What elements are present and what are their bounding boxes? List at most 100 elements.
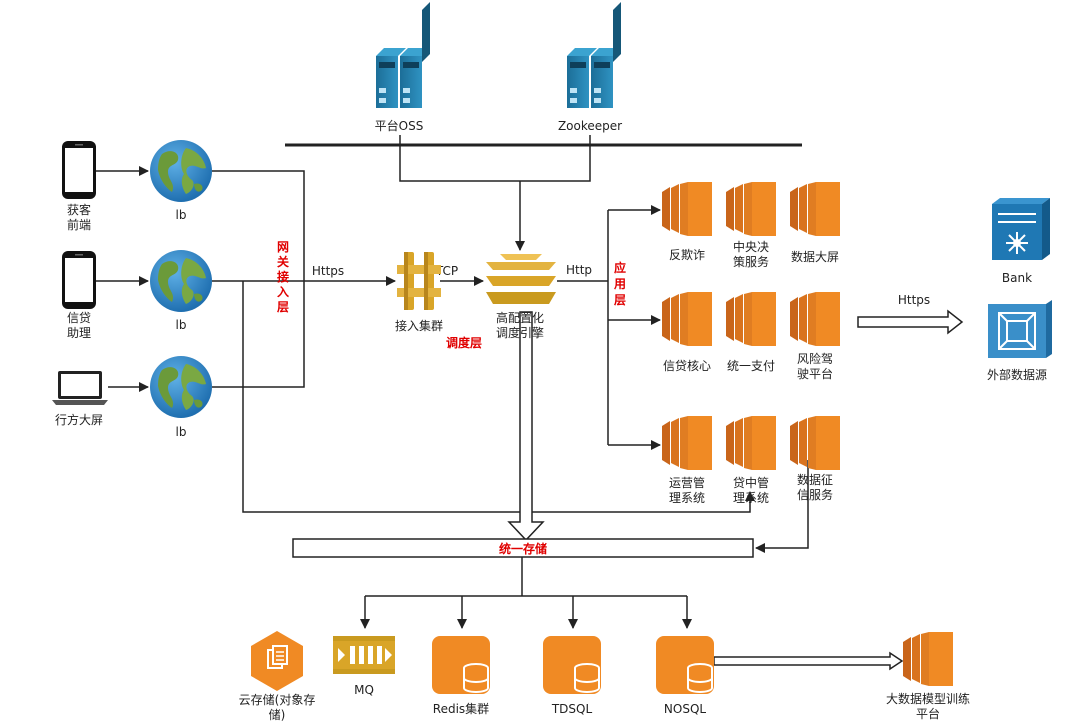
client-bank-screen[interactable]: 行方大屏 [52,371,108,427]
service-unified-pay[interactable]: 统一支付 [726,292,776,373]
access-cluster[interactable]: 接入集群 [395,252,443,333]
service-risk-platform[interactable]: 风险驾 驶平台 [790,292,840,381]
store-label-line2: 储) [269,707,286,722]
unified-storage-label: 统一存储 [499,541,547,556]
service-label-line2: 驶平台 [797,366,833,381]
database-icon [542,635,602,695]
client-label: 行方大屏 [55,412,103,427]
cloud-storage-icon [251,631,303,691]
service-label-line1: 风险驾 [797,351,833,366]
service-big-screen[interactable]: 数据大屏 [790,182,840,264]
lb-label: lb [176,425,187,439]
app-layer-label: 应 用 层 [613,260,626,307]
gateway-char: 网 [277,240,289,254]
access-cluster-icon [397,252,441,310]
store-label: MQ [354,683,374,697]
bank-icon [992,198,1050,260]
store-label: Redis集群 [433,701,489,716]
service-label-line2: 理系统 [733,491,769,505]
service-label-line1: 中央决 [733,239,769,254]
laptop-icon [52,371,108,405]
instance-icon [662,292,712,346]
instance-icon [790,292,840,346]
service-label-line2: 策服务 [733,254,769,269]
engine-label-line2: 调度引擎 [496,325,544,340]
app-layer-char: 层 [614,293,626,307]
service-label-line1: 运营管 [669,475,705,490]
client-label-line2: 前端 [67,217,91,232]
client-label-line2: 助理 [67,326,91,340]
globe-icon [150,250,212,312]
database-icon [655,635,715,695]
lb-1[interactable]: lb [150,140,212,222]
store-mq[interactable]: MQ [333,636,395,697]
gateway-char: 入 [277,285,289,299]
app-layer-char: 应 [614,260,626,275]
unified-storage-bar [292,538,754,558]
service-label-line1: 数据征 [797,472,833,487]
gateway-layer-label: 网 关 接 入 层 [277,240,289,314]
server-zookeeper[interactable]: Zookeeper [558,2,622,133]
service-central-decision[interactable]: 中央决 策服务 [726,182,776,269]
client-label-line1: 获客 [67,202,91,217]
server-icon [567,2,621,108]
external-bank[interactable]: Bank [992,198,1050,285]
server-icon [376,2,430,108]
lb-label: lb [176,318,187,332]
service-label-line2: 信服务 [797,487,833,502]
store-label: NOSQL [664,702,706,716]
bigdata-label-line1: 大数据模型训练 [886,691,970,706]
service-label-line1: 贷中管 [733,475,769,490]
instance-icon [726,416,776,470]
client-acquisition-frontend[interactable]: 获客 前端 [62,141,96,232]
phone-icon [62,251,96,309]
engine-label-line1: 高配置化 [496,310,544,325]
bigdata-label-line2: 平台 [916,706,940,721]
gateway-char: 关 [277,254,289,269]
server-zookeeper-label: Zookeeper [558,119,622,133]
instance-icon [790,182,840,236]
store-label: TDSQL [551,702,593,716]
external-data-source[interactable]: 外部数据源 [987,300,1052,382]
service-label: 反欺诈 [669,248,705,262]
service-label: 统一支付 [727,359,775,373]
database-icon [431,635,491,695]
globe-icon [150,140,212,202]
config-engine[interactable]: 高配置化 调度引擎 [486,254,556,340]
globe-icon [150,356,212,418]
service-label: 信贷核心 [663,359,711,373]
gateway-char: 层 [277,300,289,314]
protocol-https-in: Https [312,264,344,278]
service-credit-data[interactable]: 数据征 信服务 [790,416,840,502]
bigdata-platform[interactable]: 大数据模型训练 平台 [886,632,970,721]
schedule-layer-label: 调度层 [446,335,482,350]
app-to-external-arrow [857,309,964,335]
server-oss[interactable]: 平台OSS [375,2,430,133]
hollow-arrows [507,309,964,671]
store-redis[interactable]: Redis集群 [431,635,491,716]
service-loan-mgmt[interactable]: 贷中管 理系统 [726,416,776,505]
store-nosql[interactable]: NOSQL [655,635,715,716]
client-label-line1: 信贷 [67,311,91,325]
service-anti-fraud[interactable]: 反欺诈 [662,182,712,262]
lb-label: lb [176,208,187,222]
service-credit-core[interactable]: 信贷核心 [662,292,712,373]
engine-icon [486,254,556,304]
lb-3[interactable]: lb [150,356,212,439]
service-label: 数据大屏 [791,249,839,264]
access-cluster-label: 接入集群 [395,318,443,333]
data-source-icon [988,300,1052,358]
client-credit-assistant[interactable]: 信贷 助理 [62,251,96,340]
store-tdsql[interactable]: TDSQL [542,635,602,716]
server-oss-label: 平台OSS [375,118,424,133]
instance-icon [662,182,712,236]
instance-icon [662,416,712,470]
store-cloud[interactable]: 云存储(对象存 储) [239,631,316,722]
service-ops-mgmt[interactable]: 运营管 理系统 [662,416,712,505]
phone-icon [62,141,96,199]
engine-to-storage-arrow [507,311,545,542]
app-layer-char: 用 [613,277,626,291]
lb-2[interactable]: lb [150,250,212,332]
gateway-char: 接 [277,269,289,284]
